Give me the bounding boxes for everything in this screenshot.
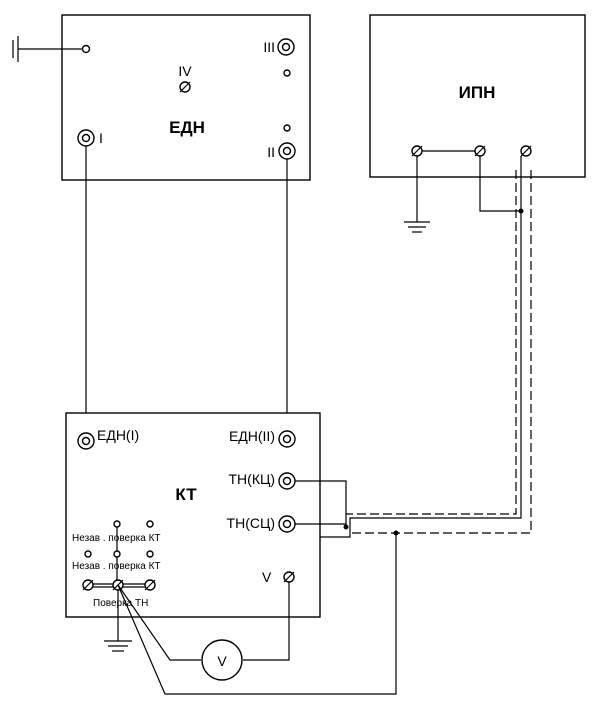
wire-voltmeter-to-v — [243, 582, 290, 661]
voltmeter-label: V — [217, 653, 227, 669]
edn-block — [61, 14, 311, 181]
ipn-terminal-2-wire — [479, 156, 521, 212]
edn-terminal-iii-label: III — [263, 39, 275, 55]
switch-contact — [113, 520, 121, 528]
kt-label-tn-kc: ТН(КЦ) — [229, 471, 276, 487]
ipn-terminal-3 — [520, 145, 532, 157]
kt-label-edn-ii: ЕДН(II) — [229, 428, 275, 444]
kt-terminal-v — [283, 571, 295, 583]
edn-terminal-i-label: I — [99, 130, 103, 146]
switch-terminal-right — [144, 579, 156, 591]
edn-terminal-i — [77, 129, 95, 147]
edn-terminal-iv-label: IV — [178, 63, 192, 79]
voltmeter — [201, 639, 243, 681]
kt-block — [65, 412, 321, 618]
edn-ground-terminal — [81, 44, 91, 54]
kt-label-edn-i: ЕДН(I) — [97, 427, 139, 443]
switch-terminal-left — [82, 579, 94, 591]
switch-contact — [146, 550, 154, 558]
ipn-terminal-2 — [474, 145, 486, 157]
edn-terminal-ii-label: II — [267, 144, 275, 160]
switch-contact — [84, 550, 92, 558]
edn-terminal-iii — [277, 38, 295, 56]
switch-label-2: Незав . поверка КТ — [72, 561, 161, 572]
edn-terminal-ii — [278, 142, 296, 160]
kt-title: КТ — [175, 485, 197, 504]
kt-terminal-edn-ii — [278, 430, 296, 448]
kt-terminal-tn-sc — [278, 515, 296, 533]
kt-label-v: V — [262, 569, 272, 585]
kt-label-tn-sc: ТН(СЦ) — [227, 515, 275, 531]
edn-small-terminal-2 — [283, 124, 291, 132]
wire-tn-kc — [295, 480, 347, 527]
kt-ground-symbol — [104, 590, 132, 652]
coax-shield-inner — [346, 170, 517, 515]
kt-terminal-edn-i — [77, 432, 95, 450]
switch-label-3: Поверка ТН — [93, 598, 148, 609]
ipn-terminal-1 — [411, 145, 423, 157]
switch-contact — [113, 550, 121, 558]
switch-label-1: Незав . поверка КТ — [72, 533, 161, 544]
wire-to-voltmeter — [117, 584, 201, 661]
ipn-ground-symbol — [404, 156, 430, 233]
edn-terminal-iv — [179, 81, 191, 93]
wire-return-to-coax — [117, 533, 397, 695]
ipn-title: ИПН — [459, 83, 496, 102]
switch-contact — [146, 520, 154, 528]
kt-terminal-tn-kc — [278, 472, 296, 490]
edn-ground-symbol — [12, 36, 82, 62]
coax-shield-outer — [350, 170, 532, 534]
edn-small-terminal-1 — [283, 69, 291, 77]
ipn-block — [369, 14, 586, 178]
coax-core-wire — [304, 156, 522, 538]
edn-title: ЕДН — [169, 118, 205, 137]
